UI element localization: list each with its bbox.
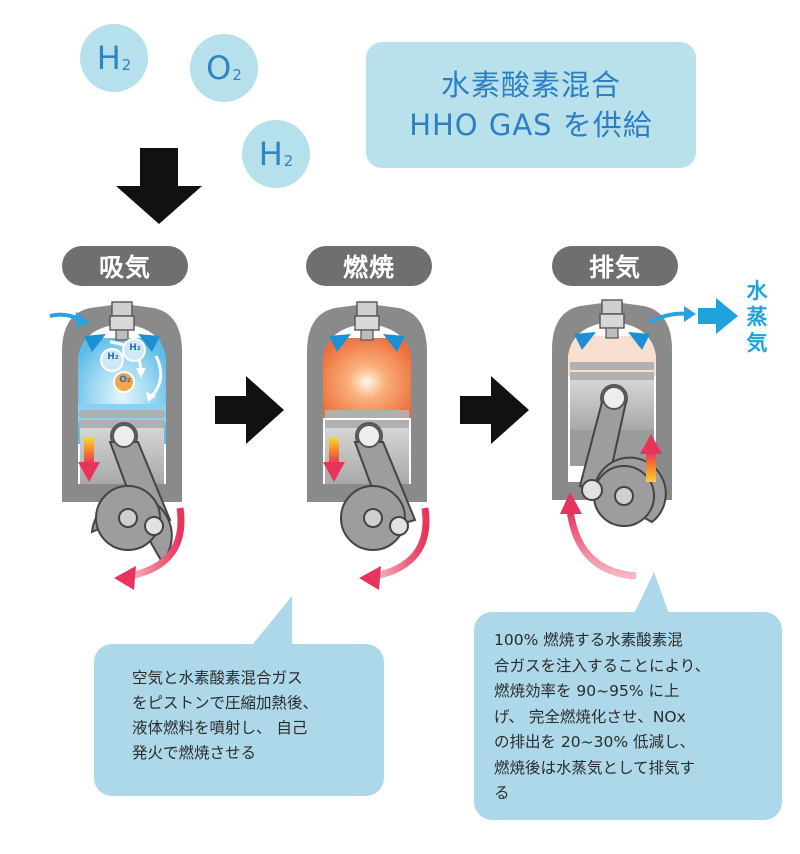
steam-label: 水 蒸 気 [746, 279, 768, 355]
stage-arrow-2 [460, 376, 529, 444]
callout-left-text: 空気と水素酸素混合ガス をピストンで圧縮加熱後、 液体燃料を噴射し、 自己 発火… [132, 669, 319, 762]
stage-label-intake: 吸気 [62, 246, 188, 286]
chamber-o2: O₂ [119, 375, 131, 385]
chamber-h2-a: H₂ [107, 352, 119, 362]
callout-left [94, 644, 384, 796]
stage-arrow-1 [215, 376, 284, 444]
stage-label-exhaust: 排気 [552, 246, 678, 286]
title-line-2: HHO GAS を供給 [409, 108, 653, 142]
callout-right-text: 100% 燃焼する水素酸素混 合ガスを注入することにより、 燃焼効率を 90~9… [494, 631, 711, 802]
intake-down-arrow [116, 148, 202, 224]
title-box: 水素酸素混合 HHO GAS を供給 [366, 42, 696, 168]
chamber-h2-b: H₂ [129, 343, 141, 353]
callout-right [474, 612, 782, 820]
stage-label-combustion: 燃焼 [306, 246, 432, 286]
title-line-1: 水素酸素混合 [440, 68, 621, 102]
steam-arrow [698, 298, 738, 334]
